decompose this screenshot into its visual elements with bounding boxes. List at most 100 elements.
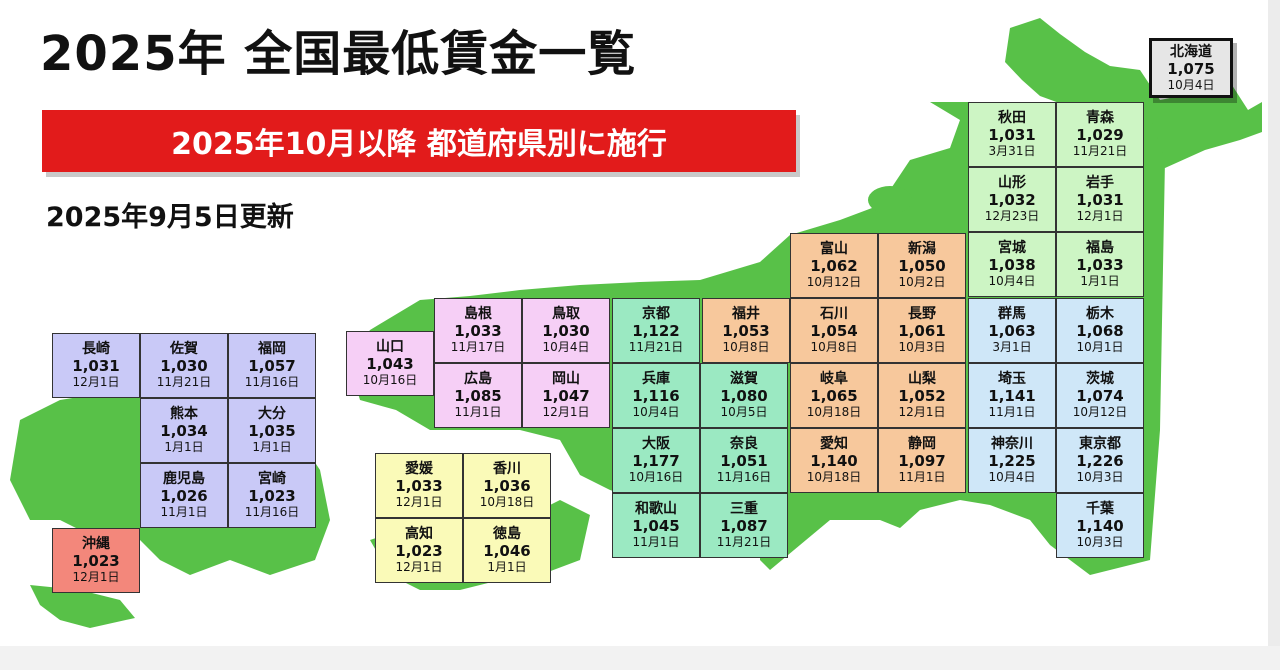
bottom-edge-strip (0, 646, 1280, 670)
minimum-wage-value: 1,046 (483, 542, 531, 560)
minimum-wage-value: 1,026 (160, 487, 208, 505)
effective-date: 11月16日 (244, 505, 300, 519)
prefecture-name: 宮城 (998, 240, 1026, 256)
hokkaido-land (1005, 18, 1262, 168)
effective-date: 12月23日 (984, 209, 1040, 223)
effective-date: 3月1日 (992, 340, 1032, 354)
effective-date: 10月3日 (898, 340, 946, 354)
minimum-wage-value: 1,033 (395, 477, 443, 495)
prefecture-name: 神奈川 (991, 436, 1033, 452)
minimum-wage-value: 1,122 (632, 322, 680, 340)
prefecture-name: 佐賀 (170, 341, 198, 357)
effective-date: 10月4日 (988, 470, 1036, 484)
effective-date: 1月1日 (252, 440, 292, 454)
prefecture-name: 福岡 (258, 341, 286, 357)
prefecture-name: 秋田 (998, 110, 1026, 126)
minimum-wage-value: 1,225 (988, 452, 1036, 470)
prefecture-name: 兵庫 (642, 371, 670, 387)
effective-date: 10月18日 (806, 405, 862, 419)
minimum-wage-value: 1,047 (542, 387, 590, 405)
prefecture-name: 大分 (258, 406, 286, 422)
effective-date: 12月1日 (898, 405, 946, 419)
effective-date: 12月1日 (395, 495, 443, 509)
minimum-wage-value: 1,116 (632, 387, 680, 405)
effective-date: 1月1日 (1080, 274, 1120, 288)
minimum-wage-value: 1,023 (72, 552, 120, 570)
prefecture-name: 島根 (464, 306, 492, 322)
minimum-wage-value: 1,057 (248, 357, 296, 375)
effective-date: 12月1日 (1076, 209, 1124, 223)
effective-date: 10月5日 (720, 405, 768, 419)
minimum-wage-value: 1,065 (810, 387, 858, 405)
minimum-wage-value: 1,043 (366, 354, 414, 373)
prefecture-name: 東京都 (1079, 436, 1121, 452)
prefecture-name: 熊本 (170, 406, 198, 422)
prefecture-name: 宮崎 (258, 471, 286, 487)
minimum-wage-value: 1,034 (160, 422, 208, 440)
effective-date: 11月1日 (632, 535, 680, 549)
effective-date: 1月1日 (487, 560, 527, 574)
effective-date: 10月4日 (542, 340, 590, 354)
page-title: 2025年 全国最低賃金一覧 (40, 26, 637, 82)
prefecture-name: 高知 (405, 526, 433, 542)
effective-date: 10月12日 (806, 275, 862, 289)
effective-date: 10月2日 (898, 275, 946, 289)
minimum-wage-value: 1,031 (1076, 191, 1124, 209)
prefecture-name: 千葉 (1086, 501, 1114, 517)
prefecture-name: 大阪 (642, 436, 670, 452)
minimum-wage-value: 1,032 (988, 191, 1036, 209)
minimum-wage-value: 1,023 (395, 542, 443, 560)
effective-date: 10月4日 (988, 274, 1036, 288)
minimum-wage-value: 1,031 (988, 126, 1036, 144)
prefecture-name: 新潟 (908, 241, 936, 257)
effective-date: 10月12日 (1072, 405, 1128, 419)
minimum-wage-value: 1,068 (1076, 322, 1124, 340)
prefecture-name: 鳥取 (552, 306, 580, 322)
minimum-wage-value: 1,063 (988, 322, 1036, 340)
effective-date: 1月1日 (164, 440, 204, 454)
prefecture-name: 香川 (493, 461, 521, 477)
prefecture-name: 鹿児島 (163, 471, 205, 487)
effective-date: 10月16日 (628, 470, 684, 484)
prefecture-name: 愛知 (820, 436, 848, 452)
minimum-wage-value: 1,045 (632, 517, 680, 535)
prefecture-name: 愛媛 (405, 461, 433, 477)
updated-date: 2025年9月5日更新 (46, 202, 294, 233)
minimum-wage-value: 1,054 (810, 322, 858, 340)
minimum-wage-value: 1,029 (1076, 126, 1124, 144)
prefecture-name: 北海道 (1170, 44, 1212, 60)
minimum-wage-value: 1,030 (160, 357, 208, 375)
effective-date: 12月1日 (395, 560, 443, 574)
minimum-wage-value: 1,075 (1167, 60, 1215, 78)
effective-period-banner: 2025年10月以降 都道府県別に施行 (42, 110, 796, 172)
minimum-wage-value: 1,141 (988, 387, 1036, 405)
prefecture-name: 岩手 (1086, 175, 1114, 191)
effective-date: 10月4日 (632, 405, 680, 419)
minimum-wage-value: 1,050 (898, 257, 946, 275)
prefecture-name: 広島 (464, 371, 492, 387)
minimum-wage-value: 1,140 (1076, 517, 1124, 535)
